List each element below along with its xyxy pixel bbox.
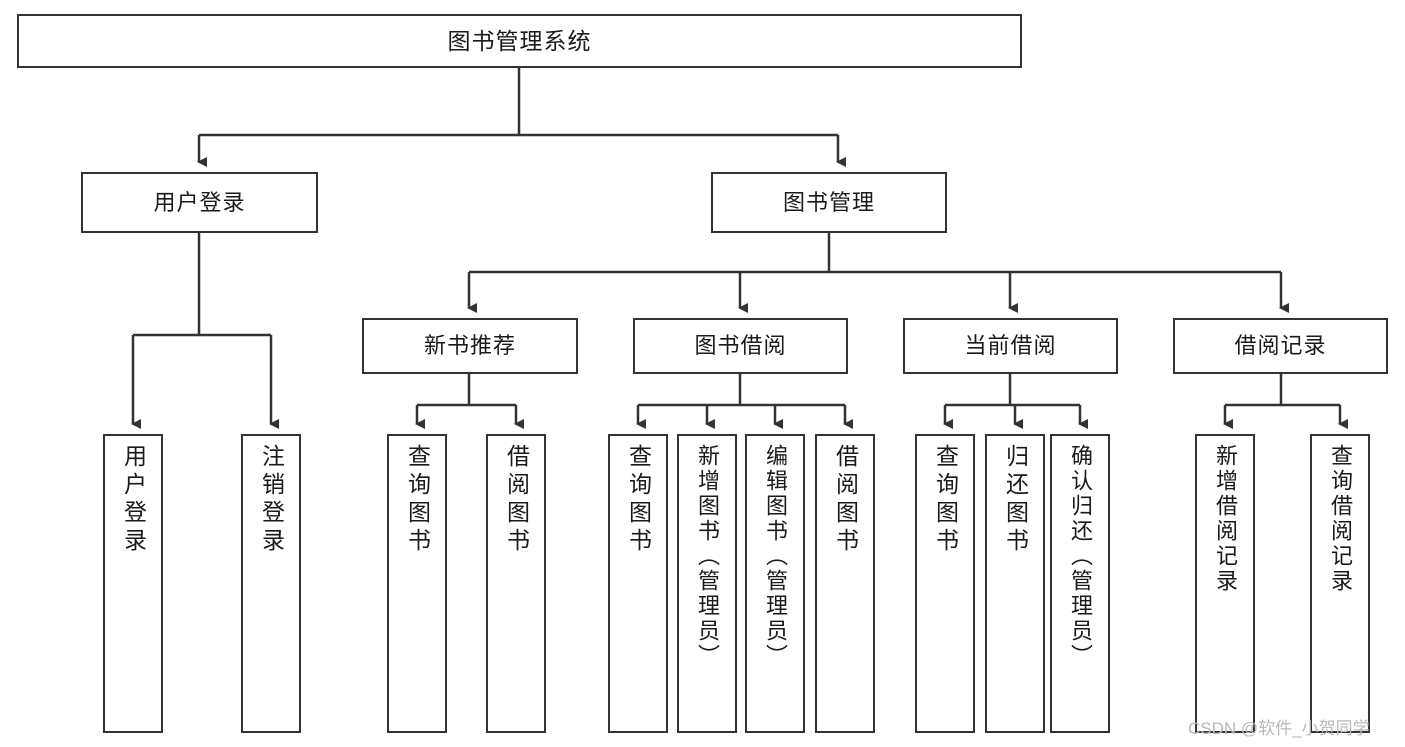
- node-label: 确认归还（管理员）: [1068, 444, 1093, 669]
- watermark-text: CSDN @软件_小贺同学: [1188, 719, 1370, 738]
- node-label: 用户登录: [153, 189, 246, 215]
- node-label: 图书管理: [782, 189, 875, 215]
- node-label: 新书推荐: [423, 333, 516, 359]
- leaf-query-borrow-record[interactable]: 查询借阅记录: [1310, 434, 1370, 733]
- node-label: 借阅图书: [503, 444, 530, 556]
- node-label: 注销登录: [258, 444, 285, 556]
- node-label: 归还图书: [1002, 444, 1029, 556]
- leaf-user-logout[interactable]: 注销登录: [241, 434, 301, 733]
- node-label: 当前借阅: [964, 333, 1057, 359]
- leaf-add-borrow-record[interactable]: 新增借阅记录: [1195, 434, 1255, 733]
- node-label: 借阅记录: [1234, 333, 1327, 359]
- leaf-query-books-recommend[interactable]: 查询图书: [387, 434, 447, 733]
- node-root-system[interactable]: 图书管理系统: [17, 14, 1022, 68]
- leaf-query-books-borrow[interactable]: 查询图书: [608, 434, 668, 733]
- node-label: 图书借阅: [694, 333, 787, 359]
- leaf-borrow-books-recommend[interactable]: 借阅图书: [486, 434, 546, 733]
- node-borrow-records[interactable]: 借阅记录: [1173, 318, 1388, 374]
- leaf-edit-book-admin[interactable]: 编辑图书（管理员）: [745, 434, 805, 733]
- node-label: 用户登录: [120, 444, 147, 556]
- node-label: 查询图书: [625, 444, 652, 556]
- node-current-borrow[interactable]: 当前借阅: [903, 318, 1118, 374]
- leaf-query-books-current[interactable]: 查询图书: [915, 434, 975, 733]
- node-label: 编辑图书（管理员）: [763, 444, 788, 669]
- node-label: 新增图书（管理员）: [695, 444, 720, 669]
- leaf-user-login[interactable]: 用户登录: [103, 434, 163, 733]
- node-label: 查询图书: [404, 444, 431, 556]
- leaf-confirm-return-admin[interactable]: 确认归还（管理员）: [1050, 434, 1110, 733]
- node-label: 借阅图书: [832, 444, 859, 556]
- leaf-borrow-books[interactable]: 借阅图书: [815, 434, 875, 733]
- node-user-login[interactable]: 用户登录: [81, 172, 318, 233]
- leaf-return-books[interactable]: 归还图书: [985, 434, 1045, 733]
- node-new-book-recommend[interactable]: 新书推荐: [362, 318, 578, 374]
- node-book-management[interactable]: 图书管理: [711, 172, 947, 233]
- node-label: 查询借阅记录: [1328, 444, 1353, 594]
- node-label: 图书管理系统: [447, 27, 592, 54]
- node-label: 新增借阅记录: [1213, 444, 1238, 594]
- leaf-add-book-admin[interactable]: 新增图书（管理员）: [677, 434, 737, 733]
- node-book-borrow[interactable]: 图书借阅: [633, 318, 848, 374]
- node-label: 查询图书: [932, 444, 959, 556]
